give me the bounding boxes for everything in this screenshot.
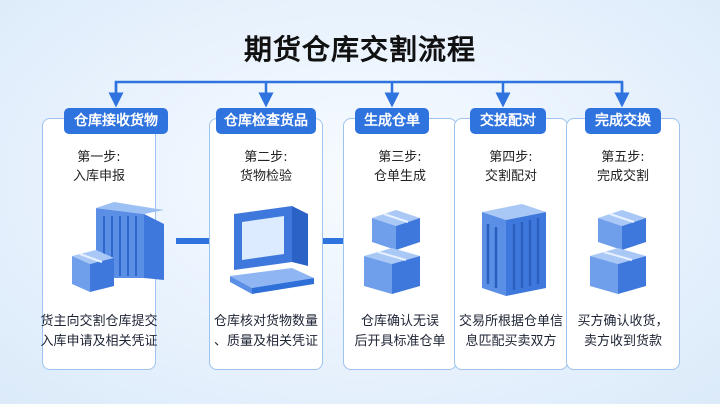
step-pill-4: 交投配对 bbox=[470, 108, 546, 134]
step-desc-1: 货主向交割仓库提交 入库申请及相关凭证 bbox=[40, 314, 158, 349]
step-label-1: 第一步: 入库申报 bbox=[72, 150, 125, 184]
step-desc-5: 买方确认收货， 卖方收到货款 bbox=[577, 314, 669, 349]
step-pill-5: 完成交换 bbox=[585, 108, 661, 134]
step-desc-3: 仓库确认无误 后开具标准仓单 bbox=[354, 314, 446, 349]
stacked-boxes-icon bbox=[590, 210, 646, 294]
step-pill-1: 仓库接收货物 bbox=[64, 108, 168, 134]
stacked-boxes-icon bbox=[364, 210, 420, 294]
top-bracket-line bbox=[114, 80, 624, 96]
step-pill-3: 生成仓单 bbox=[355, 108, 429, 134]
page-title: 期货仓库交割流程 bbox=[243, 33, 476, 66]
server-rack-icon bbox=[482, 204, 546, 296]
step-desc-4: 交易所根据仓单信 息匹配买卖双方 bbox=[458, 314, 563, 349]
step-label-5: 第五步: 完成交割 bbox=[596, 150, 649, 184]
warehouse-boxes-icon bbox=[72, 202, 164, 292]
step-label-2: 第二步: 货物检验 bbox=[239, 150, 292, 184]
step-pill-2: 仓库检查货品 bbox=[216, 108, 316, 134]
step-desc-2: 仓库核对货物数量 、质量及相关凭证 bbox=[213, 314, 318, 349]
computer-terminal-icon bbox=[230, 206, 314, 294]
step-label-3: 第三步: 仓单生成 bbox=[373, 150, 426, 184]
step-label-4: 第四步: 交割配对 bbox=[484, 150, 537, 184]
